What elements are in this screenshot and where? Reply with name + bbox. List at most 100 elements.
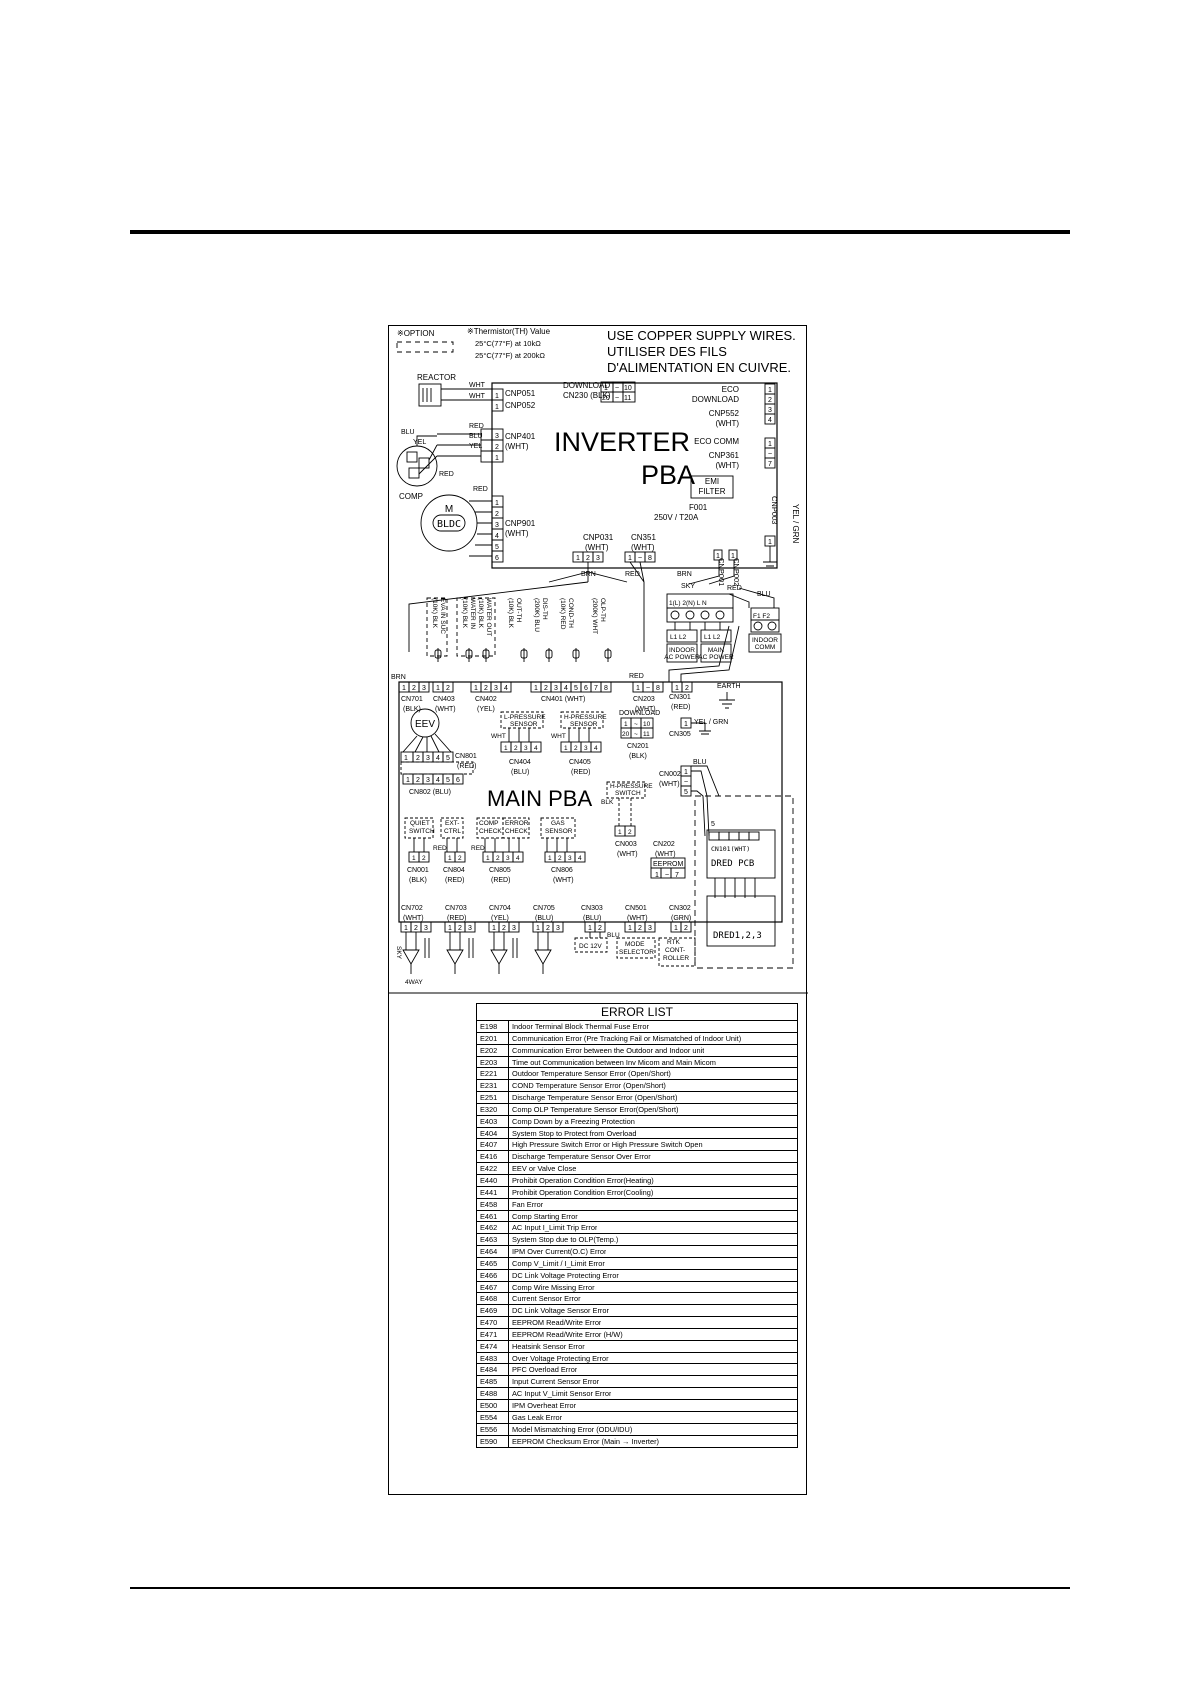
cn701-color: (BLK) [403,706,421,713]
svg-text:M: M [445,504,453,515]
eev-symbol: EEV [400,708,474,785]
svg-text:1: 1 [448,855,452,862]
svg-text:F1 F2: F1 F2 [753,613,770,620]
svg-text:CHECK: CHECK [479,828,502,835]
svg-text:1: 1 [576,555,580,562]
svg-text:RED: RED [727,585,742,592]
svg-text:7: 7 [675,872,679,879]
svg-text:2: 2 [416,755,420,762]
dred-cn101: CN101(WHT) [711,845,750,853]
cn801-label: CN801 [455,753,477,760]
cnp031-label: CNP031 [583,533,614,542]
svg-text:1: 1 [406,777,410,784]
svg-text:5: 5 [495,544,499,551]
error-code: E231 [477,1080,509,1092]
svg-text:~: ~ [615,395,619,402]
error-description: Prohibit Operation Condition Error(Heati… [512,1175,654,1185]
svg-text:1: 1 [716,553,720,560]
fourway-label: 4WAY [405,979,423,986]
svg-text:3: 3 [648,925,652,932]
error-code: E404 [477,1127,509,1139]
svg-text:BRN: BRN [391,674,406,681]
svg-text:20: 20 [602,395,610,402]
svg-text:1: 1 [534,685,538,692]
main-ac-power-2: AC POWER [698,654,734,661]
comp-label: COMP [399,492,423,501]
svg-text:2: 2 [458,855,462,862]
svg-text:BLU: BLU [693,759,707,766]
svg-text:CONT-: CONT- [665,947,685,954]
download-cn230-label: CN230 (BLK) [563,391,611,400]
error-code: E407 [477,1139,509,1151]
error-description: IPM Over Current(O.C) Error [512,1247,607,1257]
cn705-color: (BLU) [535,915,553,922]
svg-text:1(L) 2(N) L N: 1(L) 2(N) L N [669,600,707,607]
svg-text:RED: RED [439,471,454,478]
cn805-color: (RED) [491,877,510,884]
svg-text:4: 4 [436,777,440,784]
cn801-color: (RED) [457,763,476,770]
error-code: E463 [477,1234,509,1246]
svg-text:SELECTOR: SELECTOR [619,949,654,956]
cn705-label: CN705 [533,905,555,912]
svg-text:YEL: YEL [413,439,426,446]
svg-text:1: 1 [504,745,508,752]
error-code: E466 [477,1269,509,1281]
svg-text:3: 3 [426,777,430,784]
earth-symbol [719,692,735,709]
cnp003-label: CNP003 [770,496,779,524]
svg-text:WATER IN: WATER IN [469,598,476,629]
cn302-color: (GRN) [671,915,691,922]
error-code: E485 [477,1376,509,1388]
svg-text:6: 6 [456,777,460,784]
cnp901-color: (WHT) [505,529,529,538]
svg-text:2: 2 [586,555,590,562]
svg-text:2: 2 [628,829,632,836]
svg-text:3: 3 [422,685,426,692]
dc12v-label: DC 12V [579,943,602,950]
svg-text:3: 3 [495,433,499,440]
option-note: ※OPTION [397,329,435,338]
cn704-label: CN704 [489,905,511,912]
svg-text:2: 2 [414,925,418,932]
error-code: E464 [477,1246,509,1257]
svg-text:(10K) BLK: (10K) BLK [431,598,438,629]
error-description: PFC Overload Error [512,1365,578,1375]
error-description: Input Current Sensor Error [512,1377,600,1387]
cn802-label: CN802 (BLU) [409,789,451,796]
svg-text:1: 1 [564,745,568,752]
svg-text:WHT: WHT [469,393,486,400]
eco-comm-label: ECO COMM [694,437,739,446]
error-description: Indoor Terminal Block Thermal Fuse Error [512,1022,649,1031]
svg-text:SKY: SKY [395,946,402,960]
svg-text:1: 1 [495,455,499,462]
error-code: E471 [477,1328,509,1340]
svg-text:MODE: MODE [625,941,645,948]
svg-text:2: 2 [495,444,499,451]
error-code: E468 [477,1293,509,1305]
svg-text:3: 3 [426,755,430,762]
svg-text:2: 2 [598,925,602,932]
svg-text:ERROR: ERROR [505,820,529,827]
svg-text:(10K) BLK: (10K) BLK [477,598,484,629]
bottom-rule [130,1587,1070,1589]
svg-text:3: 3 [768,407,772,414]
error-code: E484 [477,1364,509,1376]
svg-text:RED: RED [433,845,447,852]
svg-text:1: 1 [436,685,440,692]
error-code: E203 [477,1056,509,1068]
error-description: Gas Leak Error [512,1412,563,1422]
dred-option-box [694,795,794,969]
cn001-label: CN001 [407,867,429,874]
power-terminal-block [666,593,734,663]
cnp401-color: (WHT) [505,442,529,451]
cn404-color: (BLU) [511,769,529,776]
svg-text:1: 1 [675,685,679,692]
